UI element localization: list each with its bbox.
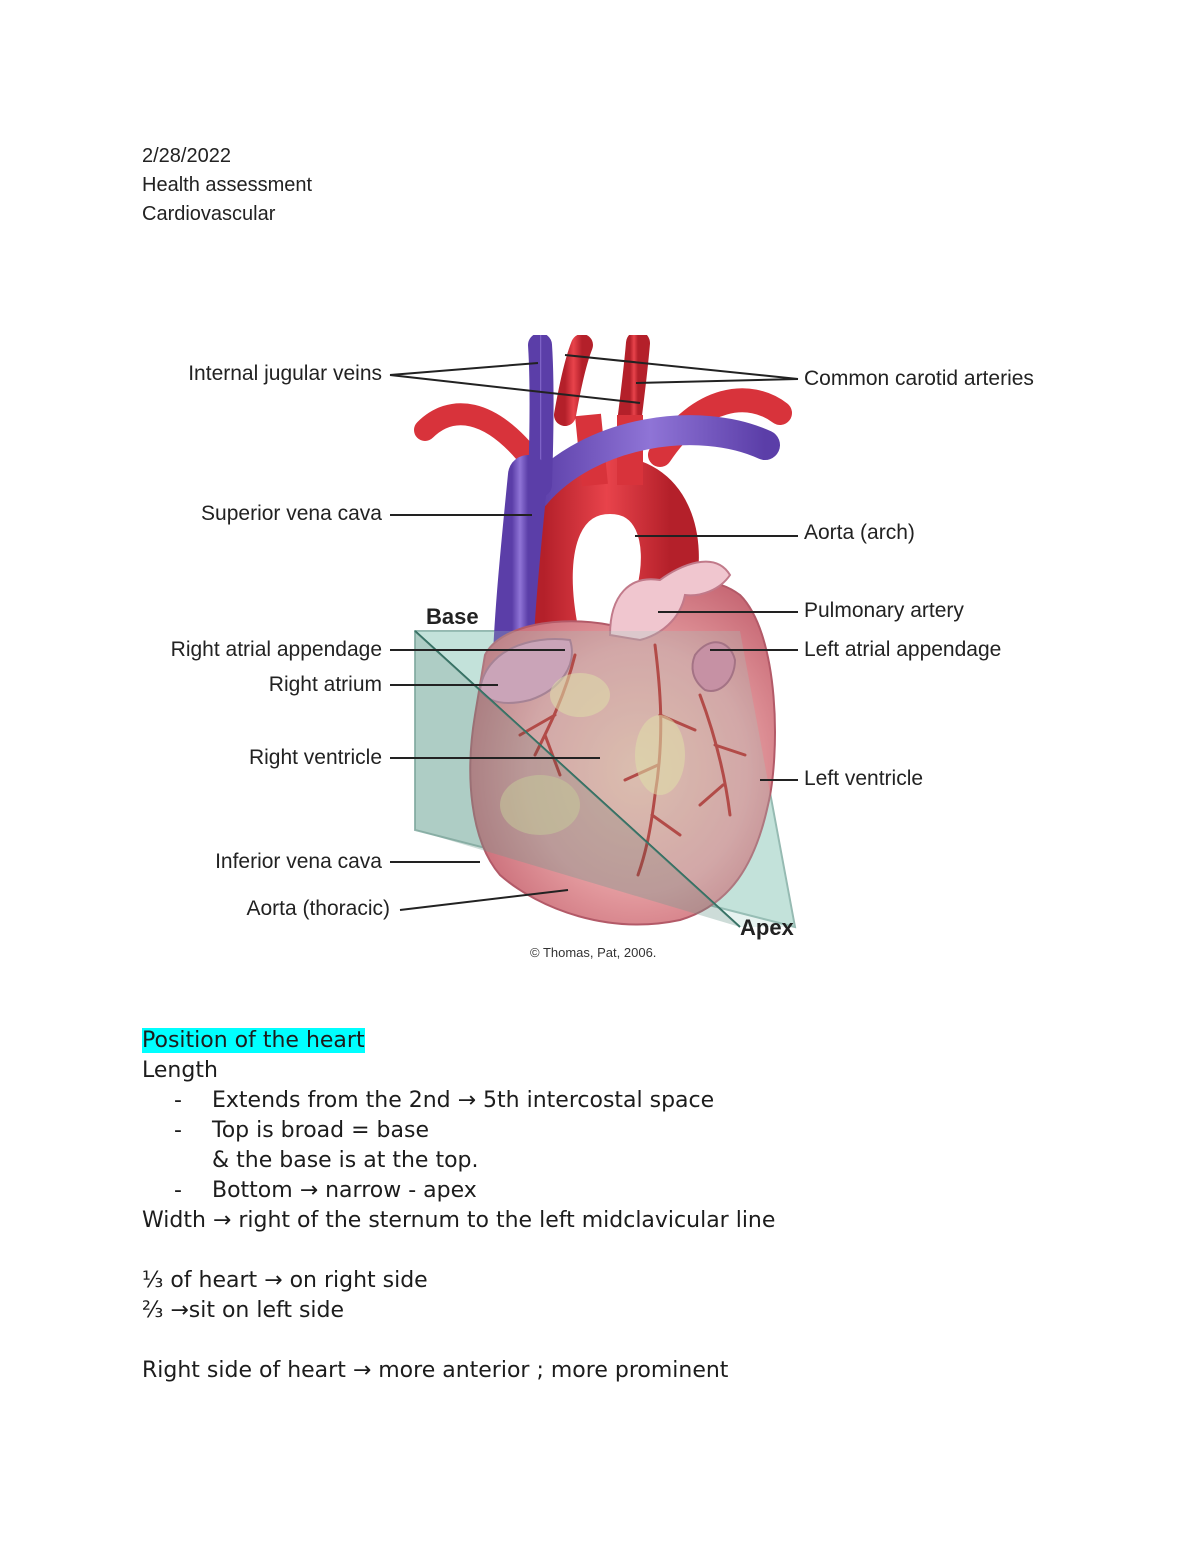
bullet-dash: -	[174, 1178, 182, 1203]
spacer	[142, 1326, 1142, 1356]
topic-line: Cardiovascular	[142, 203, 276, 225]
heart-anatomy-figure: Internal jugular veins Superior vena cav…	[140, 335, 1080, 970]
bullet-continuation: & the base is at the top.	[212, 1148, 479, 1173]
right-subclavian-artery	[414, 403, 546, 476]
bullet-dash: -	[174, 1088, 182, 1113]
notes-section: Position of the heart Length - Extends fr…	[142, 1026, 1142, 1386]
two-thirds-line: ⅔ →sit on left side	[142, 1298, 345, 1323]
label-superior-vena-cava: Superior vena cava	[201, 502, 382, 525]
bullet-dash: -	[174, 1118, 182, 1143]
bullet-item: - Bottom → narrow - apex	[142, 1176, 1142, 1206]
width-line: Width → right of the sternum to the left…	[142, 1208, 776, 1233]
plane-front	[415, 631, 795, 927]
spacer	[142, 1236, 1142, 1266]
bullet-item: - Extends from the 2nd → 5th intercostal …	[142, 1086, 1142, 1116]
epicardial-fat	[500, 673, 685, 835]
left-atrial-appendage-shape	[691, 641, 737, 692]
date-line: 2/28/2022	[142, 145, 231, 167]
right-carotid-artery	[554, 335, 593, 426]
left-carotid-artery	[618, 335, 650, 427]
label-left-atrial-appendage: Left atrial appendage	[804, 638, 1002, 661]
aorta-arch	[514, 455, 699, 664]
length-label: Length	[142, 1058, 218, 1083]
plane-left-face	[415, 631, 740, 927]
label-pulmonary-artery: Pulmonary artery	[804, 599, 964, 622]
bullet-text: Top is broad = base	[212, 1118, 429, 1143]
bullet-text: Bottom → narrow - apex	[212, 1178, 477, 1203]
image-credit: © Thomas, Pat, 2006.	[530, 945, 657, 960]
plane-diagonal	[414, 630, 741, 928]
heart-illustration	[389, 335, 799, 929]
bullet-text: Extends from the 2nd → 5th intercostal s…	[212, 1088, 715, 1113]
course-line: Health assessment	[142, 174, 313, 196]
label-inferior-vena-cava: Inferior vena cava	[215, 850, 382, 873]
right-side-line: Right side of heart → more anterior ; mo…	[142, 1358, 729, 1383]
label-right-ventricle: Right ventricle	[248, 746, 382, 769]
one-third-line: ⅓ of heart → on right side	[142, 1268, 428, 1293]
label-right-atrium: Right atrium	[268, 673, 382, 696]
label-right-atrial-appendage: Right atrial appendage	[170, 638, 382, 661]
document-header: 2/28/2022 Health assessment Cardiovascul…	[142, 142, 312, 229]
notes-heading-line: Position of the heart	[142, 1026, 1142, 1056]
label-internal-jugular-veins: Internal jugular veins	[188, 362, 382, 385]
label-aorta-arch: Aorta (arch)	[804, 521, 915, 544]
left-brachiocephalic-vein	[520, 415, 780, 510]
label-left-ventricle: Left ventricle	[804, 767, 924, 790]
right-atrial-appendage-shape	[478, 638, 573, 704]
bullet-item: - Top is broad = base	[142, 1116, 1142, 1146]
label-apex: Apex	[740, 915, 794, 940]
label-common-carotid-arteries: Common carotid arteries	[804, 367, 1034, 390]
highlighted-heading: Position of the heart	[142, 1028, 365, 1053]
label-aorta-thoracic: Aorta (thoracic)	[246, 897, 390, 920]
pulmonary-artery-shape	[608, 560, 732, 642]
leader-lines	[389, 354, 799, 911]
label-base: Base	[426, 604, 479, 629]
